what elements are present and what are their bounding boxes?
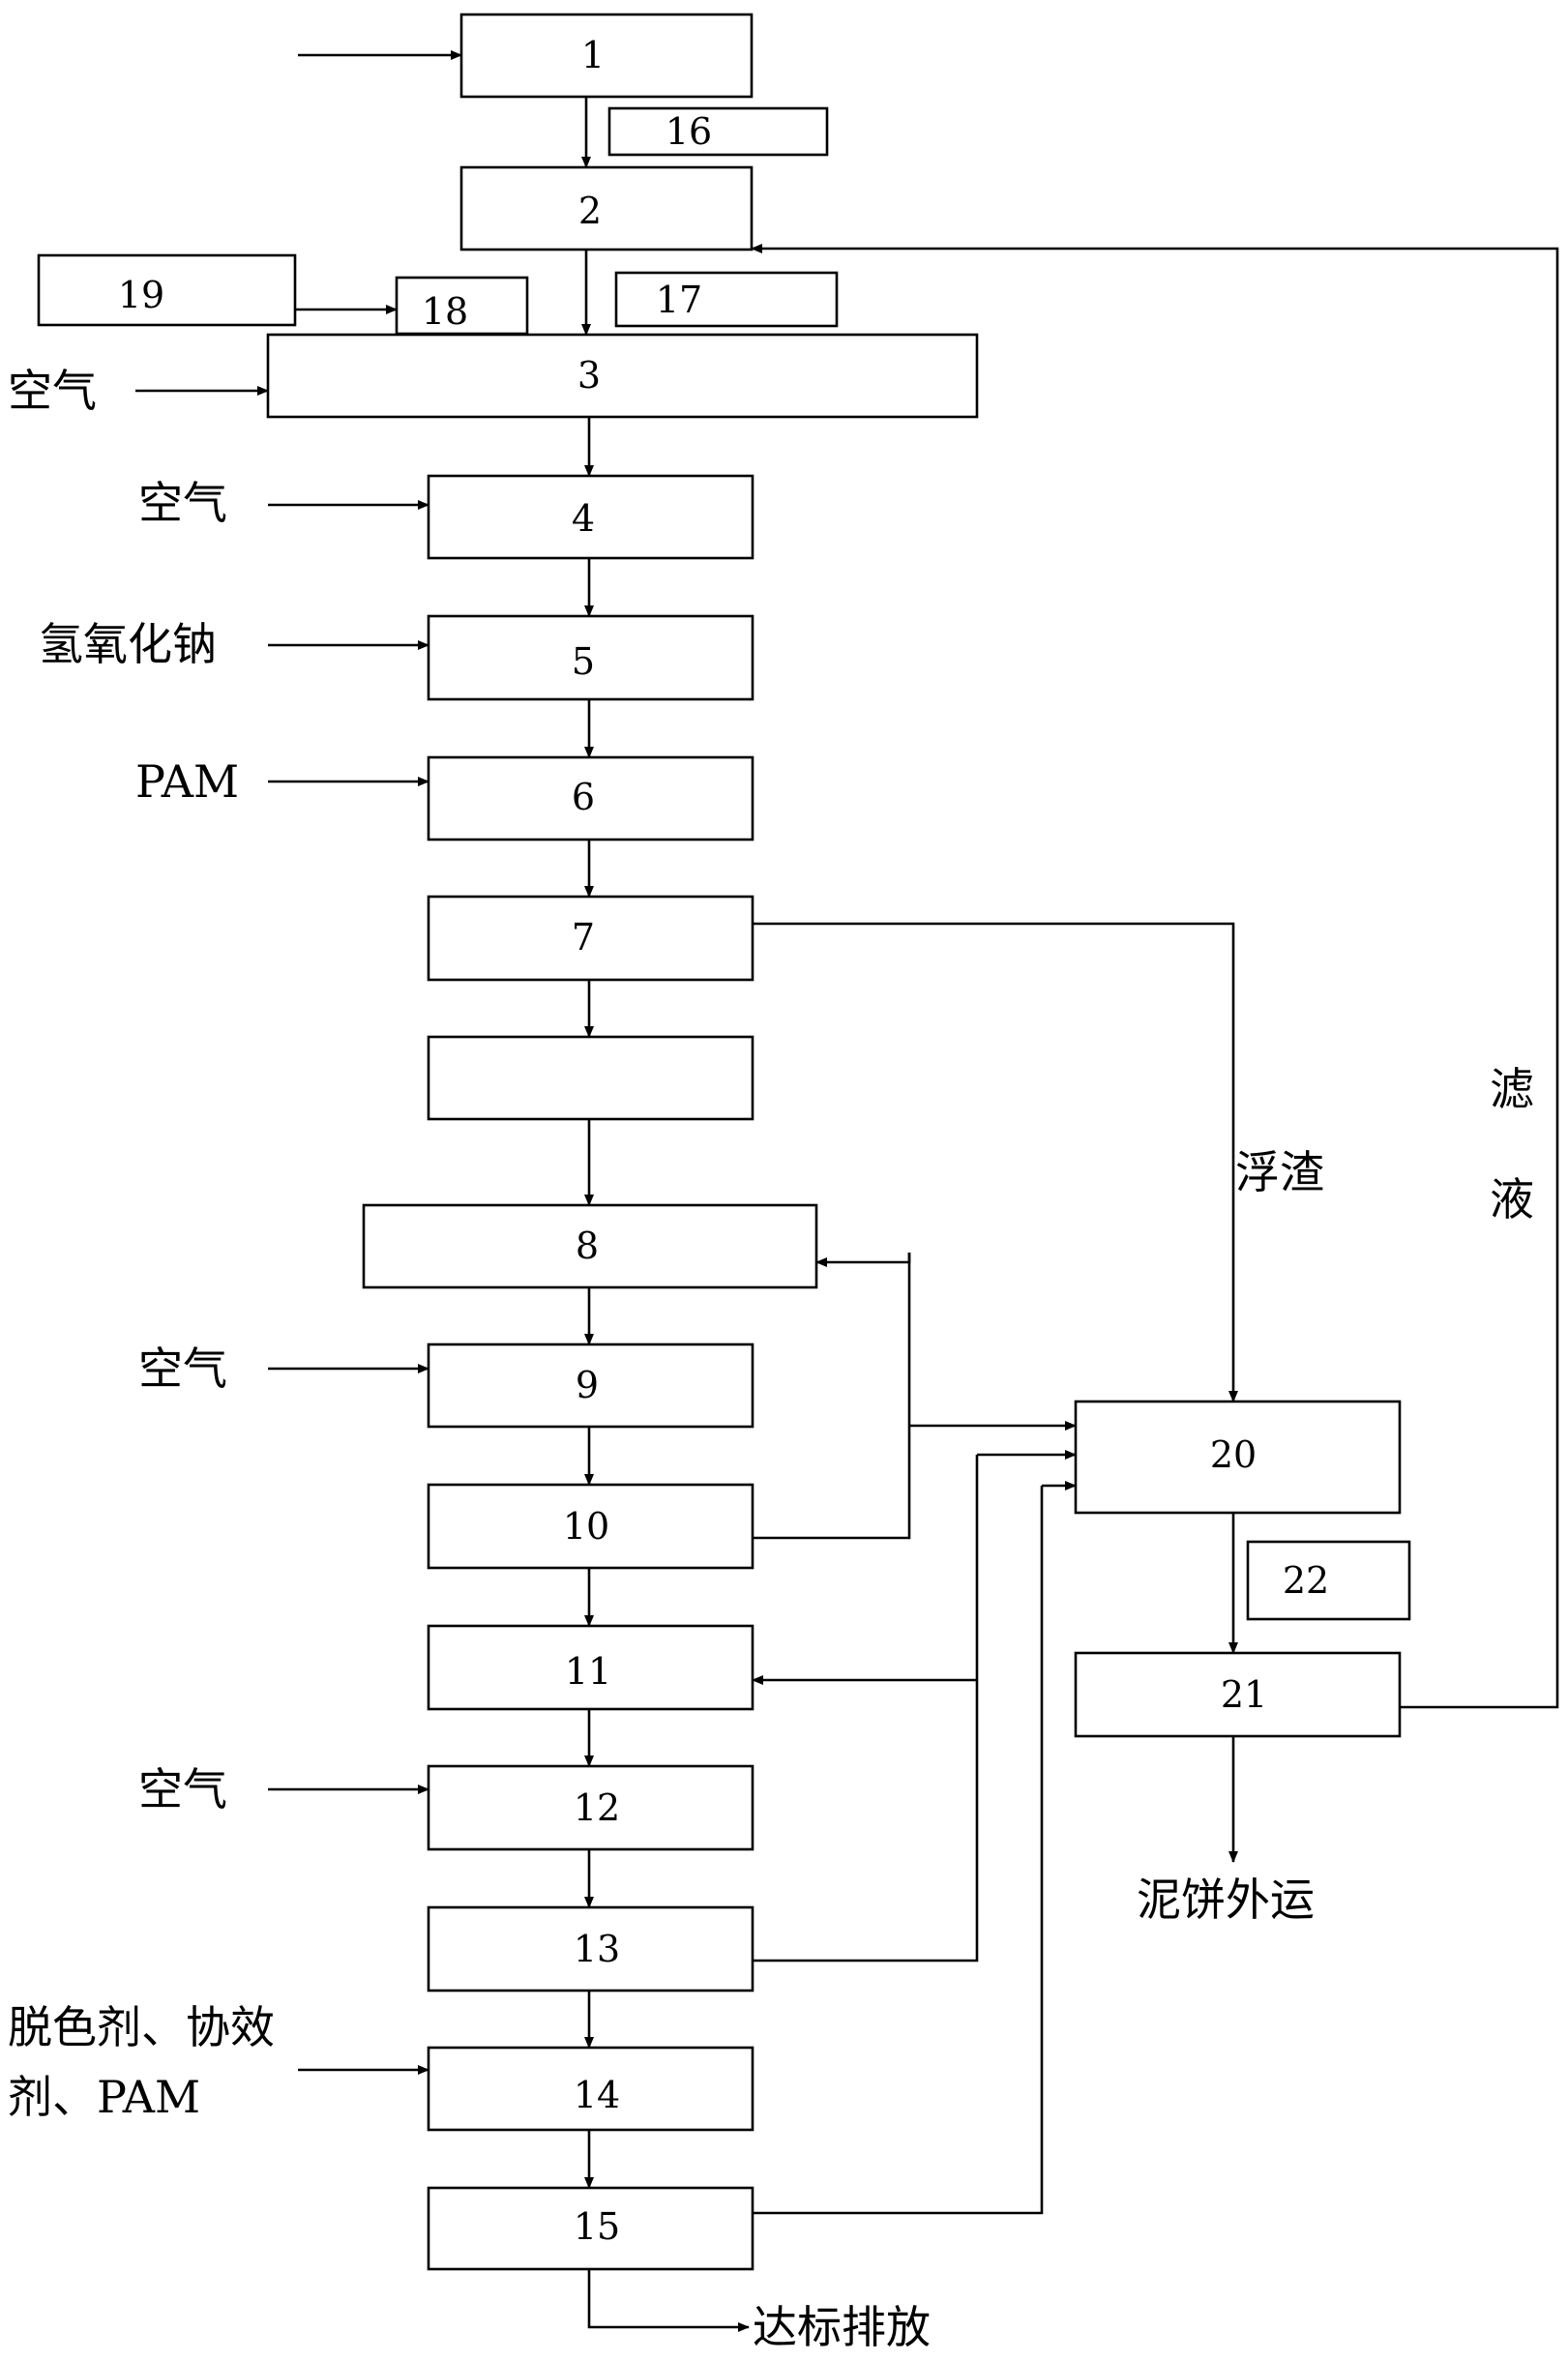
box-9	[427, 1343, 754, 1429]
label-air-2: 空气	[138, 477, 227, 529]
box-18-label: 18	[422, 290, 468, 333]
box-6	[427, 755, 754, 841]
box-14-label: 14	[574, 2074, 620, 2116]
label-discharge: 达标排放	[753, 2301, 931, 2353]
box-21-label: 21	[1221, 1673, 1267, 1716]
label-filtrate-char1: 滤	[1490, 1063, 1534, 1115]
line-10-to-node	[753, 1253, 911, 1540]
box-10	[427, 1483, 754, 1570]
box-blank	[427, 1035, 754, 1121]
box-1-label: 1	[581, 34, 605, 76]
box-9-label: 9	[576, 1364, 599, 1406]
box-16-label: 16	[666, 110, 712, 153]
box-10-label: 10	[563, 1505, 609, 1548]
label-air-1: 空气	[8, 365, 97, 417]
box-12	[427, 1764, 754, 1851]
box-19-label: 19	[118, 274, 164, 316]
box-3-label: 3	[577, 354, 601, 397]
line-15-to-20	[753, 1486, 1044, 2215]
box-15	[427, 2186, 754, 2271]
box-20-label: 20	[1210, 1433, 1257, 1476]
line-7-scum-to-20	[753, 922, 1238, 1402]
box-14	[427, 2046, 754, 2132]
box-17	[614, 271, 839, 328]
label-additives-line2: 剂、PAM	[8, 2071, 200, 2123]
box-6-label: 6	[572, 776, 595, 818]
label-scum: 浮渣	[1235, 1146, 1324, 1198]
line-13-to-node	[753, 1455, 979, 1963]
box-8	[362, 1203, 818, 1289]
box-11	[427, 1624, 754, 1711]
box-11-label: 11	[565, 1650, 611, 1693]
box-3	[266, 333, 979, 419]
box-4	[427, 474, 754, 560]
box-19	[37, 253, 297, 327]
label-air-3: 空气	[138, 1343, 227, 1395]
box-4-label: 4	[572, 497, 595, 540]
box-13-label: 13	[574, 1928, 620, 1970]
label-additives-line1: 脱色剂、协效	[8, 2001, 275, 2053]
label-filtrate-char2: 液	[1490, 1173, 1534, 1225]
label-air-4: 空气	[138, 1763, 227, 1815]
box-5-label: 5	[572, 640, 595, 683]
box-2	[459, 165, 754, 251]
box-8-label: 8	[576, 1225, 599, 1267]
box-16	[607, 106, 829, 157]
label-sodium-hydroxide: 氢氧化钠	[39, 618, 217, 670]
box-17-label: 17	[656, 279, 702, 321]
box-13	[427, 1905, 754, 1992]
box-7-label: 7	[572, 916, 595, 959]
arrow-15-to-discharge	[587, 2269, 750, 2332]
box-12-label: 12	[574, 1786, 620, 1829]
label-mud-cake: 泥饼外运	[1137, 1874, 1315, 1926]
box-22-label: 22	[1283, 1559, 1329, 1602]
box-22	[1246, 1540, 1411, 1621]
box-21	[1074, 1651, 1402, 1738]
arrow-node-to-8	[815, 1253, 911, 1267]
label-pam: PAM	[135, 755, 239, 808]
box-15-label: 15	[574, 2205, 620, 2248]
box-1	[459, 13, 754, 99]
line-21-filtrate-return	[751, 244, 1559, 1709]
box-2-label: 2	[578, 190, 602, 232]
box-7	[427, 895, 754, 982]
